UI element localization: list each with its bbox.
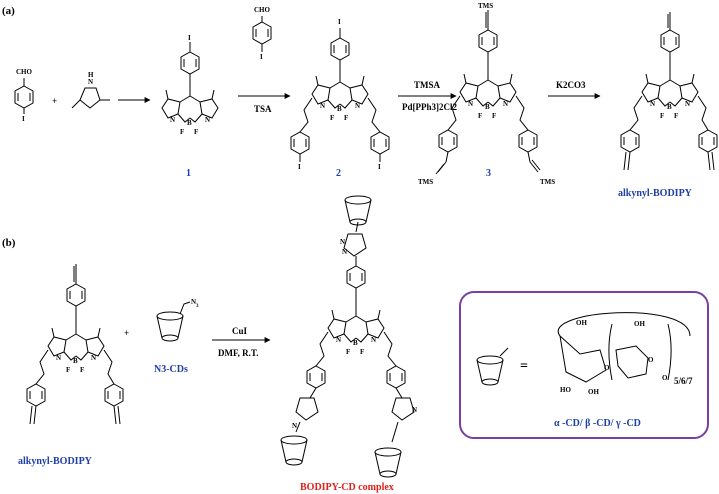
- panel-label-a: (a): [2, 5, 15, 17]
- svg-text:N: N: [205, 116, 210, 124]
- svg-text:I: I: [378, 163, 381, 171]
- svg-text:F: F: [194, 128, 198, 136]
- svg-text:TMS: TMS: [478, 2, 493, 10]
- svg-text:F: F: [360, 348, 364, 356]
- svg-text:N: N: [88, 78, 93, 86]
- svg-text:I: I: [298, 163, 301, 171]
- reagent-k2co3: K2CO3: [556, 80, 586, 90]
- svg-text:B: B: [187, 119, 192, 127]
- legend-cd-types: α -CD/ β -CD/ γ -CD: [554, 418, 641, 429]
- reagent-dmf-rt: DMF, R.T.: [218, 348, 259, 358]
- svg-text:N: N: [650, 100, 655, 108]
- svg-text:F: F: [344, 114, 348, 122]
- svg-text:N: N: [685, 100, 690, 108]
- svg-text:N: N: [468, 100, 473, 108]
- svg-text:B: B: [337, 105, 342, 113]
- svg-text:F: F: [478, 112, 482, 120]
- svg-text:N: N: [191, 298, 196, 306]
- glucose-unit-structure: OH HO OH O OH O O: [557, 312, 691, 396]
- alkynyl-bodipy-label-a: alkynyl-BODIPY: [618, 188, 693, 199]
- reagent-tmsa: TMSA: [414, 80, 441, 90]
- svg-text:3: 3: [196, 304, 199, 309]
- svg-text:B: B: [353, 339, 358, 347]
- svg-text:OH: OH: [576, 319, 587, 327]
- compound-1-label: 1: [186, 168, 191, 179]
- cd-legend-cone: [476, 347, 509, 386]
- svg-text:OH: OH: [588, 388, 599, 396]
- svg-text:F: F: [492, 112, 496, 120]
- svg-text:I: I: [260, 53, 263, 61]
- compound-3-structure: TMS N N B F F TMS TMS: [418, 2, 555, 186]
- svg-text:I: I: [188, 34, 191, 42]
- compound-2-structure: I N N B F F I I: [290, 18, 390, 171]
- bodipy-cd-complex-label: BODIPY-CD complex: [300, 482, 394, 493]
- reagent-pd-catalyst: Pd[PPh3]2Cl2: [402, 102, 457, 112]
- svg-text:OH: OH: [634, 320, 645, 328]
- starting-aldehyde: CHO I: [14, 68, 34, 123]
- svg-text:CHO: CHO: [16, 68, 33, 76]
- svg-text:O: O: [648, 356, 654, 364]
- svg-text:N: N: [503, 100, 508, 108]
- alkynyl-bodipy-label-b: alkynyl-BODIPY: [18, 456, 93, 467]
- svg-text:N: N: [355, 102, 360, 110]
- alkynyl-bodipy-structure-b: N N B F F: [26, 264, 124, 425]
- svg-text:H: H: [88, 71, 94, 79]
- svg-text:O: O: [662, 374, 668, 382]
- svg-text:TMS: TMS: [540, 178, 555, 186]
- svg-text:B: B: [667, 103, 672, 111]
- n3-cd-structure: N 3: [156, 298, 199, 342]
- svg-text:B: B: [73, 357, 78, 365]
- svg-text:CHO: CHO: [254, 6, 271, 14]
- svg-text:N: N: [336, 336, 341, 344]
- svg-text:I: I: [22, 115, 25, 123]
- svg-text:N: N: [340, 238, 345, 246]
- panel-label-b: (b): [2, 237, 16, 249]
- svg-text:N: N: [371, 336, 376, 344]
- step1-aldehyde: CHO I: [252, 6, 272, 61]
- svg-text:I: I: [338, 18, 341, 26]
- svg-text:HO: HO: [560, 386, 571, 394]
- legend-repeat-count: 5/6/7: [674, 376, 693, 386]
- alkynyl-bodipy-structure-a: N N B F F: [620, 12, 718, 171]
- compound-3-label: 3: [486, 168, 491, 179]
- svg-text:B: B: [485, 103, 490, 111]
- svg-text:N: N: [56, 354, 61, 362]
- svg-text:N: N: [292, 422, 297, 430]
- svg-text:N: N: [170, 116, 175, 124]
- svg-text:O: O: [604, 364, 610, 372]
- svg-text:N: N: [91, 354, 96, 362]
- svg-text:F: F: [66, 366, 70, 374]
- plus-sign: +: [52, 96, 57, 106]
- reagent-tsa: TSA: [254, 104, 272, 114]
- svg-text:F: F: [660, 112, 664, 120]
- plus-sign-b: +: [124, 328, 129, 338]
- svg-text:N: N: [412, 406, 417, 414]
- svg-text:N: N: [320, 102, 325, 110]
- legend-equals: =: [520, 359, 528, 374]
- svg-text:F: F: [330, 114, 334, 122]
- svg-text:F: F: [80, 366, 84, 374]
- compound-2-label: 2: [336, 168, 341, 179]
- svg-text:N: N: [342, 248, 347, 256]
- svg-text:F: F: [180, 128, 184, 136]
- svg-text:TMS: TMS: [418, 178, 433, 186]
- svg-text:F: F: [674, 112, 678, 120]
- cd-legend-box: [459, 291, 709, 439]
- compound-1-structure: I N N B F F: [161, 34, 219, 136]
- bodipy-cd-complex-structure: N N N N B F F N N: [280, 195, 417, 478]
- svg-text:F: F: [346, 348, 350, 356]
- dimethylpyrrole: N H: [71, 71, 110, 109]
- n3-cds-label: N3-CDs: [154, 364, 188, 375]
- reagent-cui: CuI: [232, 326, 248, 336]
